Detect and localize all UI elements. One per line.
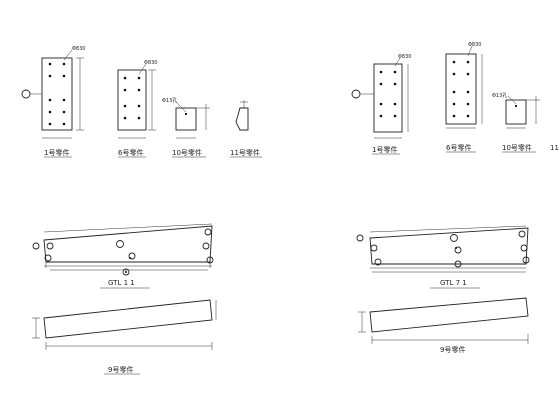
beam-title: GTL 1 1 [108, 279, 135, 287]
beam-plan-right: 9号零件 [358, 297, 529, 354]
plate-tag: Φ830 [468, 42, 481, 48]
plate-11-left: 11号零件 [230, 100, 262, 158]
right-panel: Φ830 1号零件 Φ830 6号零件 Φ13孔 [351, 42, 559, 354]
reference-circle [21, 89, 31, 99]
plate-caption: 1号零件 [44, 148, 69, 157]
beam-elevation-right: GTL 7 1 [356, 225, 530, 289]
beam-caption: 9号零件 [108, 365, 133, 374]
plate-tag: Φ13孔 [162, 97, 177, 104]
plate-caption: 10号零件 [502, 143, 532, 152]
left-panel: Φ830 1号零件 Φ830 6号零件 [21, 46, 262, 375]
plate-tag: Φ830 [72, 46, 85, 52]
plate-1-left: Φ830 1号零件 [21, 46, 85, 158]
plate-caption: 11号零件 [230, 148, 260, 157]
plate-10-left: Φ13孔 10号零件 [162, 97, 210, 158]
plate-6-right: Φ830 6号零件 [445, 42, 483, 153]
beam-caption: 9号零件 [440, 345, 465, 354]
plate-6-left: Φ830 6号零件 [117, 60, 157, 158]
plate-caption: 11 [550, 144, 559, 152]
plate-tag: Φ13孔 [492, 92, 507, 99]
plate-11-right: 11 [550, 144, 559, 152]
plate-10-right: Φ13孔 10号零件 [492, 92, 540, 153]
plate-caption: 10号零件 [172, 148, 202, 157]
plate-1-right: Φ830 1号零件 [351, 54, 411, 155]
plate-caption: 6号零件 [118, 148, 143, 157]
reference-circle [351, 89, 361, 99]
beam-plan-left: 9号零件 [32, 299, 217, 375]
plate-caption: 6号零件 [446, 143, 471, 152]
plate-caption: 1号零件 [372, 145, 397, 154]
beam-elevation-left: GTL 1 1 [32, 223, 214, 289]
beam-title: GTL 7 1 [440, 279, 467, 287]
plate-tag: Φ830 [398, 54, 411, 60]
plate-tag: Φ830 [144, 60, 157, 66]
